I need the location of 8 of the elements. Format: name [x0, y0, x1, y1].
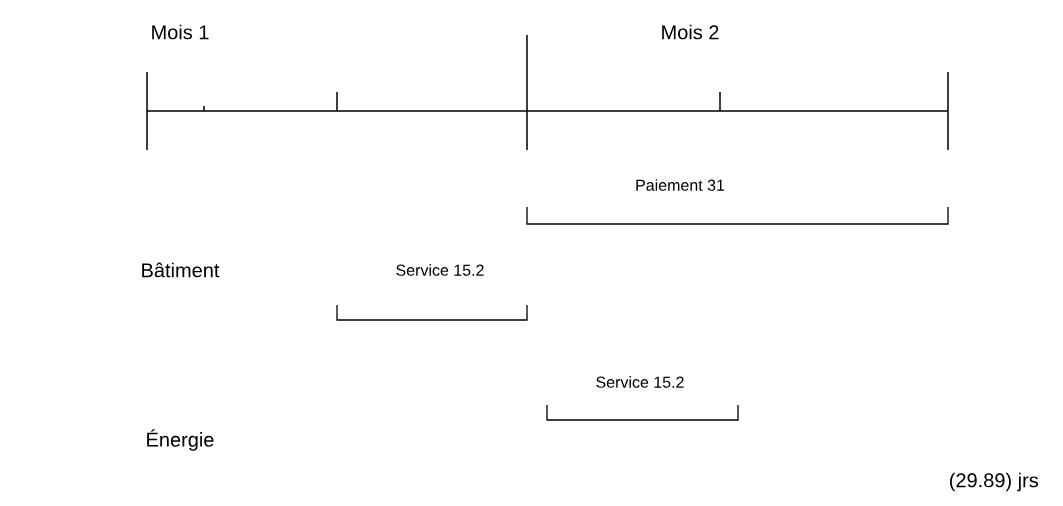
label-text: Mois 1	[152, 24, 209, 40]
label-text: (29.89) jrs	[950, 472, 1039, 492]
label-text: Service 15.2	[396, 264, 484, 276]
label-text: Paiement 31	[636, 179, 725, 191]
label-text: Mois 2	[662, 24, 719, 40]
label-text: Service 15.2	[596, 376, 684, 388]
label-text: Bâtiment	[142, 262, 220, 278]
label-text: Énergie	[147, 429, 214, 451]
